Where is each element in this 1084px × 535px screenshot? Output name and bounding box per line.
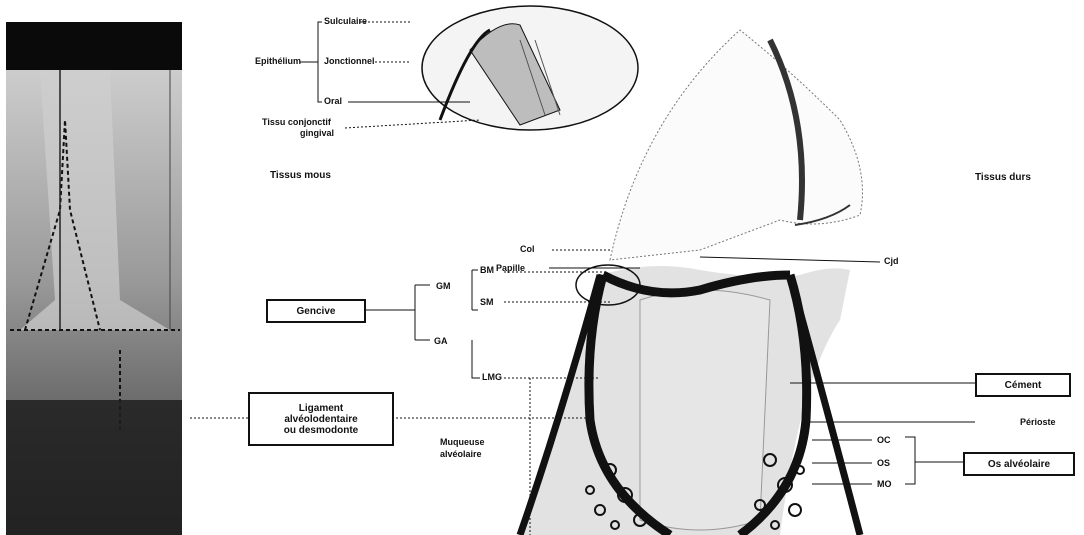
oral-epithelium-label: Oral: [324, 97, 342, 106]
os-label: OS: [877, 459, 890, 468]
ligament-line-2: alvéolodentaire: [284, 414, 357, 425]
lmg-label: LMG: [482, 373, 502, 382]
ligament-line-1: Ligament: [299, 403, 343, 414]
junctional-epithelium-label: Jonctionnel: [324, 57, 375, 66]
epithelium-label: Epithélium: [255, 57, 301, 66]
hard-tissues-title: Tissus durs: [975, 172, 1031, 183]
periosteum-label: Périoste: [1020, 418, 1056, 427]
cementum-box: Cément: [975, 373, 1071, 397]
alveolar-bone-box: Os alvéolaire: [963, 452, 1075, 476]
connective-tissue-label-1: Tissu conjonctif: [262, 118, 331, 127]
alveolar-mucosa-label-1: Muqueuse: [440, 438, 485, 447]
cej-label: Cjd: [884, 257, 899, 266]
sm-label: SM: [480, 298, 494, 307]
ligament-box: Ligament alvéolodentaire ou desmodonte: [248, 392, 394, 446]
mo-label: MO: [877, 480, 892, 489]
gingiva-box: Gencive: [266, 299, 366, 323]
col-label: Col: [520, 245, 535, 254]
ligament-line-3: ou desmodonte: [284, 425, 358, 436]
sulcular-epithelium-label: Sulculaire: [324, 17, 367, 26]
bm-label: BM: [480, 266, 494, 275]
soft-tissues-title: Tissus mous: [270, 170, 331, 181]
gm-label: GM: [436, 282, 451, 291]
alveolar-mucosa-label-2: alvéolaire: [440, 450, 482, 459]
oc-label: OC: [877, 436, 891, 445]
connective-tissue-label-2: gingival: [300, 129, 334, 138]
papilla-label: Papille: [496, 264, 525, 273]
ga-label: GA: [434, 337, 448, 346]
